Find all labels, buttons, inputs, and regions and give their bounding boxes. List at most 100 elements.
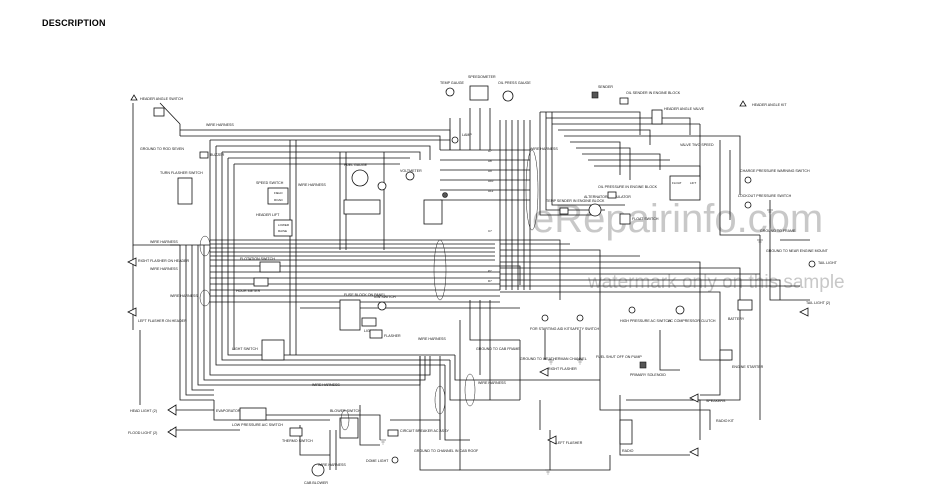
dome-light: DOME LIGHT — [366, 456, 399, 464]
engine-starter: ENGINE STARTER — [719, 349, 764, 369]
flasher: FLASHER — [369, 329, 401, 339]
engine-starter-label: ENGINE STARTER — [732, 365, 764, 369]
ground-to-rod-seven: GROUND TO ROD SEVEN — [140, 147, 184, 151]
ac-compressor-label: AC COMPRESSOR CLUTCH — [668, 319, 716, 323]
buzzer: BUZZER — [199, 151, 225, 159]
main-wire-frame — [132, 102, 455, 401]
primary-solenoid: PRIMARY SOLENOID — [630, 361, 666, 377]
temp-gauge: TEMP GAUGE — [440, 81, 464, 97]
flood-light: FLOOD LIGHT (2) — [128, 426, 177, 438]
float-switch-label: FLOAT SWITCH — [632, 217, 659, 221]
fuel-gauge-label: FUEL GAUGE — [344, 163, 368, 167]
top-right-harness — [440, 108, 760, 290]
voltmeter: VOLTMETER — [400, 169, 422, 181]
alternator-regulator: ALTERNATOR-REGULATOR — [584, 195, 631, 217]
primary-solenoid-label: PRIMARY SOLENOID — [630, 373, 666, 377]
radio: RADIO — [619, 419, 634, 453]
header-angle-kit-label: HEADER ANGLE KIT — [752, 103, 787, 107]
head-light-label: HEAD LIGHT (2) — [130, 409, 157, 413]
voltmeter-label: VOLTMETER — [400, 169, 422, 173]
flasher-label: FLASHER — [384, 334, 401, 338]
charge-pressure-label: CHARGE PRESSURE WARNING SWITCH — [740, 169, 810, 173]
right-flasher: RIGHT FLASHER — [539, 367, 577, 377]
ground-to-engine-mount: GROUND TO NEAR ENGINE MOUNT — [766, 249, 829, 253]
header-angle-kit: HEADER ANGLE KIT — [739, 100, 787, 107]
left-flasher: LEFT FLASHER — [547, 435, 583, 445]
wire-harness-label-9: WIRE HARNESS — [318, 463, 346, 467]
high-pressure-ac-label: HIGH PRESSURE AC SWITCH — [620, 319, 671, 323]
temp-gauge-label: TEMP GAUGE — [440, 81, 464, 85]
oil-pressure-engine: OIL PRESSURE IN ENGINE BLOCK — [598, 185, 658, 199]
hour-meter-label: HOUR METER — [236, 289, 261, 293]
header-angle-valve-label: HEADER ANGLE VALVE — [664, 107, 705, 111]
temp-sender-engine: TEMP SENDER IN ENGINE BLOCK — [546, 199, 605, 215]
ground-cab-frame: GROUND TO CAB FRAME — [476, 347, 520, 351]
ground-channel-cab-roof: GROUND TO CHANNEL IN CAB ROOF — [414, 449, 479, 453]
water-temp-sender — [442, 192, 448, 198]
ground-weatherman: GROUND TO WEATHERMAN CHANNEL — [520, 357, 587, 361]
high-pressure-ac-switch: HIGH PRESSURE AC SWITCH — [620, 306, 671, 323]
dome-light-label: DOME LIGHT — [366, 459, 389, 463]
sender: SENDER — [591, 85, 613, 99]
bottom-wiring — [139, 300, 611, 471]
header-lift-raise: RAISE — [278, 229, 287, 233]
tail-light-2-label: TAIL LIGHT (2) — [806, 301, 830, 305]
connector-block — [343, 199, 443, 225]
tail-light: TAIL LIGHT — [808, 260, 838, 268]
oil-pressure-label: OIL PRESSURE IN ENGINE BLOCK — [598, 185, 658, 189]
charge-pressure-warning-switch: CHARGE PRESSURE WARNING SWITCH — [740, 169, 810, 184]
ground-to-engine-mount-label: GROUND TO NEAR ENGINE MOUNT — [766, 249, 829, 253]
header-angle-switch-label: HEADER ANGLE SWITCH — [140, 97, 184, 101]
thermo-switch: THERMO SWITCH — [282, 427, 313, 443]
starting-aid-kit: FOR STARTING AID KIT — [530, 314, 571, 331]
fuel-gauge: FUEL GAUGE — [344, 163, 387, 191]
buzzer-label: BUZZER — [210, 153, 225, 157]
flotation-switch: FLOTATION SWITCH — [240, 257, 281, 273]
battery: BATTERY — [728, 299, 753, 321]
circuit-breaker-ac: CIRCUIT BREAKER AC ASSY — [387, 429, 449, 437]
left-flasher-label: LEFT FLASHER — [556, 441, 583, 445]
turn-flasher-switch: TURN FLASHER SWITCH — [160, 171, 203, 205]
wire-harness-label-1: WIRE HARNESS — [206, 123, 234, 127]
wire-harness-label-6: WIRE HARNESS — [418, 337, 446, 341]
speakers: SPEAKERS — [689, 393, 726, 457]
thermo-switch-label: THERMO SWITCH — [282, 439, 313, 443]
speed-switch-road: ROAD — [274, 198, 284, 202]
flotation-switch-label: FLOTATION SWITCH — [240, 257, 275, 261]
harness-bus-lines — [210, 239, 800, 350]
sender-label: SENDER — [598, 85, 613, 89]
battery-label: BATTERY — [728, 317, 745, 321]
ground-to-frame-label: GROUND TO FRAME — [760, 229, 796, 233]
ground-to-rod-seven-label: GROUND TO ROD SEVEN — [140, 147, 184, 151]
head-light: HEAD LIGHT (2) — [130, 404, 177, 416]
left-flasher-on-header: LEFT FLASHER ON HEADER — [127, 307, 187, 323]
alternator-regulator-label: ALTERNATOR-REGULATOR — [584, 195, 631, 199]
wire-harness-label-5: WIRE HARNESS — [170, 294, 198, 298]
pin-a12: A12 — [488, 189, 494, 193]
header-angle-switch: HEADER ANGLE SWITCH — [130, 94, 184, 117]
ground-to-frame: GROUND TO FRAME — [760, 229, 796, 233]
blower-switch-label: BLOWER SWITCH — [330, 409, 361, 413]
pin-a10: A10 — [488, 179, 494, 183]
valve-lift: LIFT — [690, 181, 696, 185]
blower-switch: BLOWER SWITCH — [330, 409, 361, 439]
valve-two-speed-label: VALVE TWO SPEED — [680, 143, 714, 147]
pin-c7: C7 — [488, 229, 492, 233]
cab-blower: CAB BLOWER — [304, 463, 328, 485]
ac-compressor-clutch: AC COMPRESSOR CLUTCH — [668, 305, 716, 323]
tail-light-label: TAIL LIGHT — [818, 261, 838, 265]
header-lift: HEADER LIFT LOWER RAISE — [256, 213, 293, 237]
radio-label: RADIO — [622, 449, 634, 453]
safety-switch: SAFETY SWITCH — [570, 314, 599, 331]
ground-channel-roof-label: GROUND TO CHANNEL IN CAB ROOF — [414, 449, 479, 453]
evaporator: EVAPORATOR — [216, 407, 267, 421]
right-flasher-header-label: RIGHT FLASHER ON HEADER — [138, 259, 189, 263]
lockout-pressure-switch: LOCKOUT PRESSURE SWITCH — [738, 194, 792, 209]
connector-pins: A7 A8 A9 A10 A12 C7 P7 D7 — [488, 149, 494, 283]
fuse-block-label: FUSE BLOCK ON PANEL — [344, 293, 386, 297]
valve-two-speed: VALVE TWO SPEED — [680, 143, 714, 147]
speed-switch-field: FIELD — [274, 191, 283, 195]
wire-harness-label-4: WIRE HARNESS — [150, 267, 178, 271]
left-flasher-header-label: LEFT FLASHER ON HEADER — [138, 319, 187, 323]
